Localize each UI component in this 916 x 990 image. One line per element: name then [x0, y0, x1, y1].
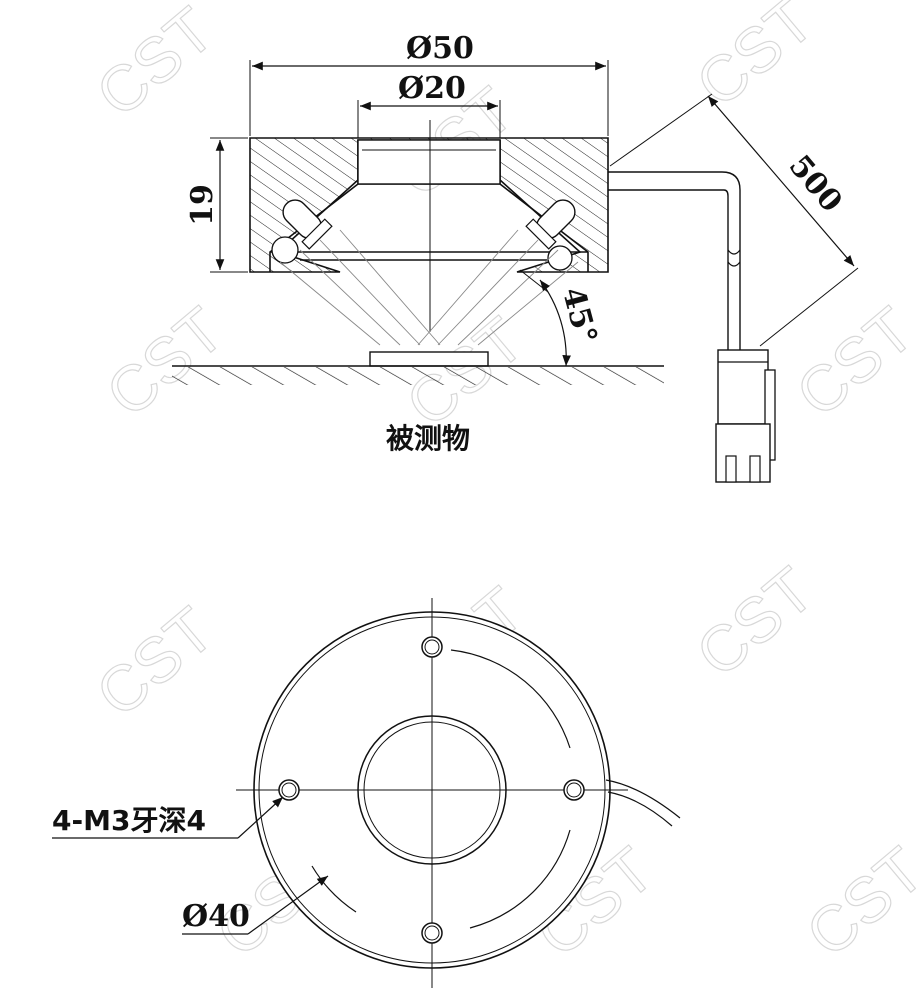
bolt-circle-arc — [469, 829, 571, 929]
light-rays — [279, 229, 579, 346]
watermark: CST — [683, 553, 827, 690]
cable — [608, 171, 741, 350]
dim-inner-diameter: Ø20 — [398, 71, 466, 106]
ground-hatch — [172, 367, 664, 385]
bore — [357, 139, 501, 185]
object-label: 被测物 — [386, 422, 470, 455]
led-right-2 — [547, 245, 573, 271]
bolt-circle-arc — [311, 865, 357, 913]
screw-hole — [566, 782, 582, 798]
dim-height: 19 — [185, 184, 220, 226]
dim-bolt-circle: Ø40 — [182, 899, 250, 934]
dim-outer-diameter: Ø50 — [406, 31, 474, 66]
screw-hole — [281, 782, 297, 798]
dim-cable-length: 500 — [782, 149, 849, 219]
watermark: CST — [683, 0, 827, 121]
measured-object — [369, 351, 489, 367]
screw-holes — [278, 636, 585, 944]
watermark: CST — [793, 833, 916, 970]
led-left-2 — [271, 236, 299, 264]
led-right — [525, 199, 576, 250]
cable-exit — [605, 779, 681, 827]
screw-hole — [424, 639, 440, 655]
dim-angle: 45° — [555, 284, 603, 348]
top-view: 4-M3牙深4 Ø40 — [52, 598, 681, 988]
connector — [715, 349, 776, 483]
watermark: CST — [83, 0, 227, 131]
watermark: CST — [93, 293, 237, 430]
watermark: CST — [83, 593, 227, 730]
thread-note: 4-M3牙深4 — [52, 804, 206, 837]
bolt-circle-arc — [450, 649, 571, 749]
screw-hole — [424, 925, 440, 941]
watermark: CST — [783, 293, 916, 430]
led-left — [282, 199, 333, 250]
